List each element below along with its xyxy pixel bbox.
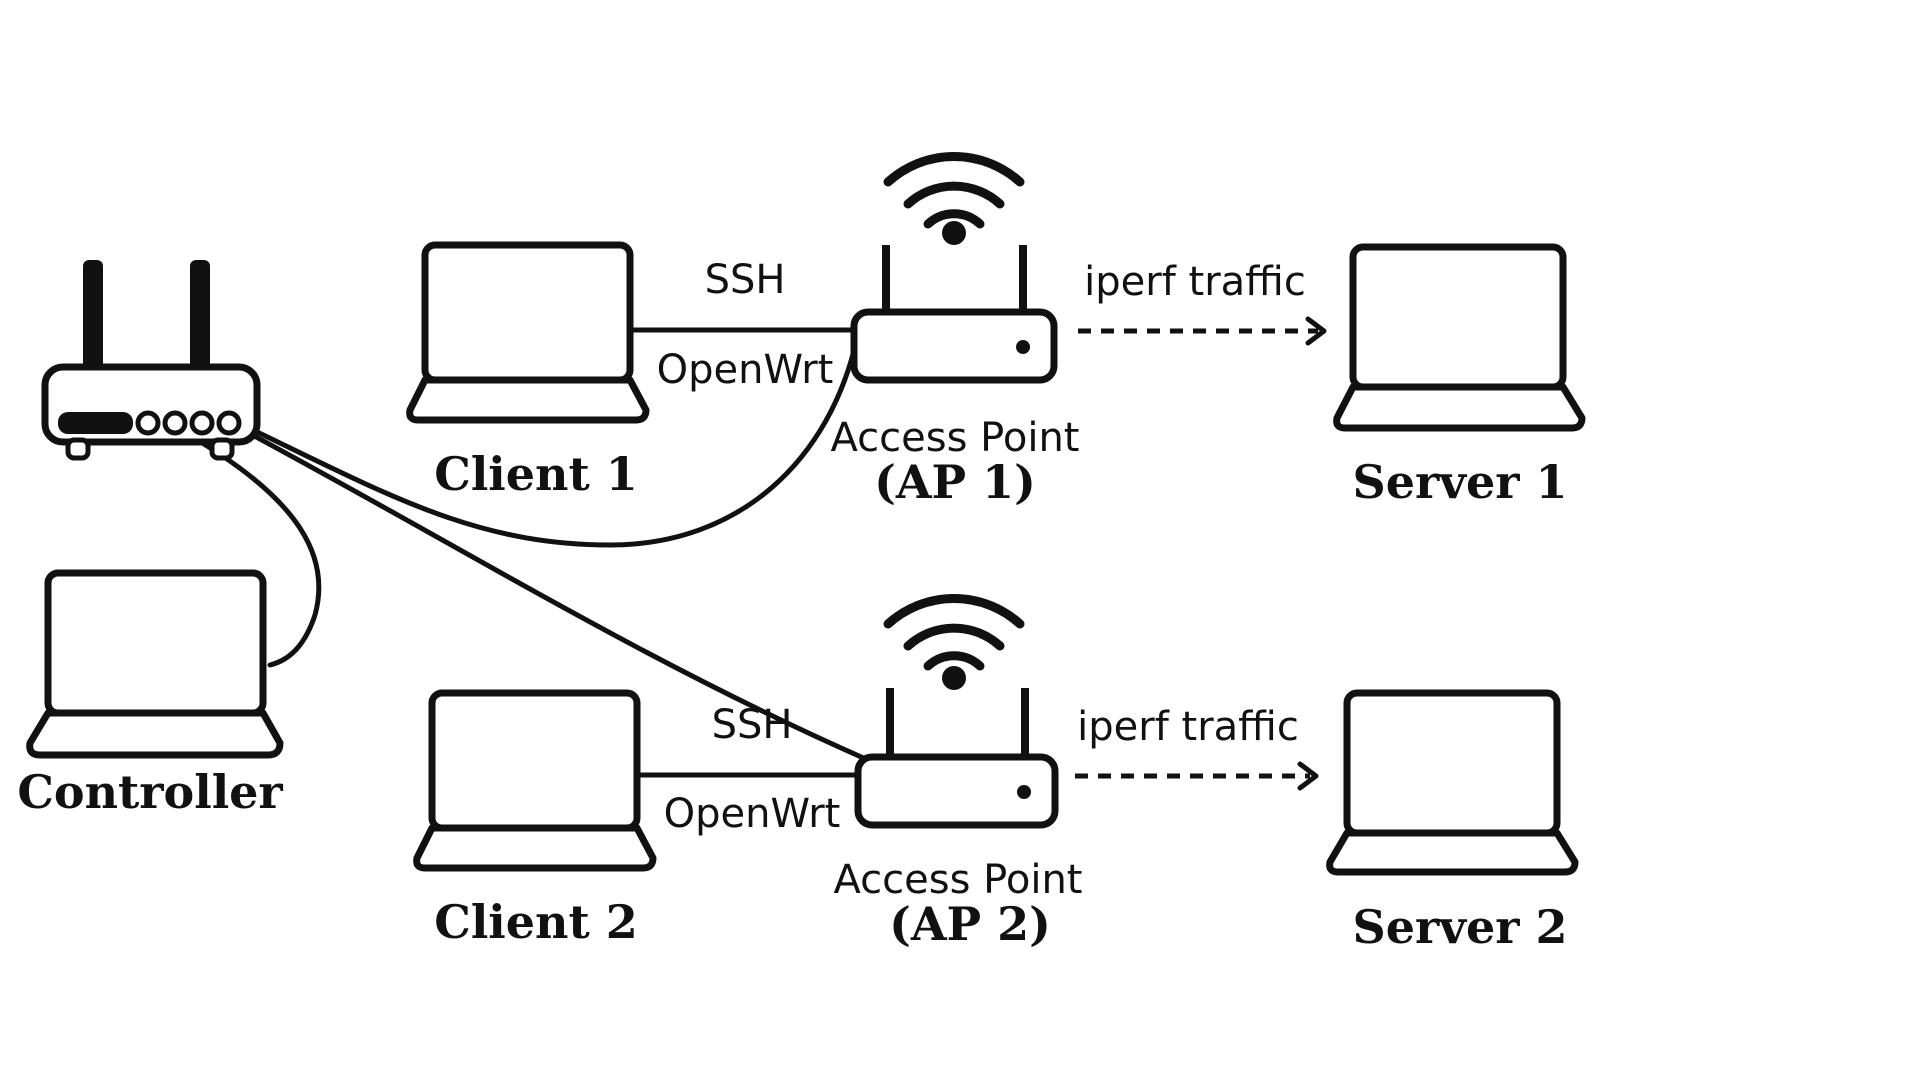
arrow-head-icon (1305, 316, 1327, 346)
client2-laptop-icon (413, 689, 657, 872)
ap2-label-line1: Access Point (834, 857, 1083, 903)
server2-laptop-icon (1326, 689, 1579, 876)
ssh-label-row2: SSH (712, 702, 793, 748)
controller-laptop-icon (26, 569, 284, 759)
ssh-label-row1: SSH (705, 257, 786, 303)
access-point-1-icon (850, 151, 1058, 384)
iperf-label-row1: iperf traffic (1084, 259, 1306, 305)
server1-label: Server 1 (1353, 455, 1568, 509)
cable-router-to-ap2 (229, 421, 871, 763)
cable-router-to-controller (177, 427, 322, 668)
ap1-label-line1: Access Point (831, 415, 1080, 461)
wifi-icon (883, 151, 1025, 245)
openwrt-label-row2: OpenWrt (664, 791, 841, 837)
cable-router-to-ap1 (229, 335, 860, 548)
wifi-icon (883, 593, 1025, 690)
ap1-label-line2: (AP 1) (874, 455, 1036, 509)
server1-laptop-icon (1333, 243, 1586, 432)
arrow-head-icon (1297, 761, 1319, 791)
client1-laptop-icon (406, 241, 650, 424)
router-icon (41, 260, 261, 461)
client2-label: Client 2 (434, 895, 638, 949)
access-point-2-icon (854, 593, 1059, 829)
client1-label: Client 1 (434, 447, 638, 501)
openwrt-label-row1: OpenWrt (657, 347, 834, 393)
server2-label: Server 2 (1353, 900, 1568, 954)
controller-label: Controller (17, 765, 283, 819)
iperf-label-row2: iperf traffic (1077, 704, 1299, 750)
ap2-label-line2: (AP 2) (889, 897, 1051, 951)
